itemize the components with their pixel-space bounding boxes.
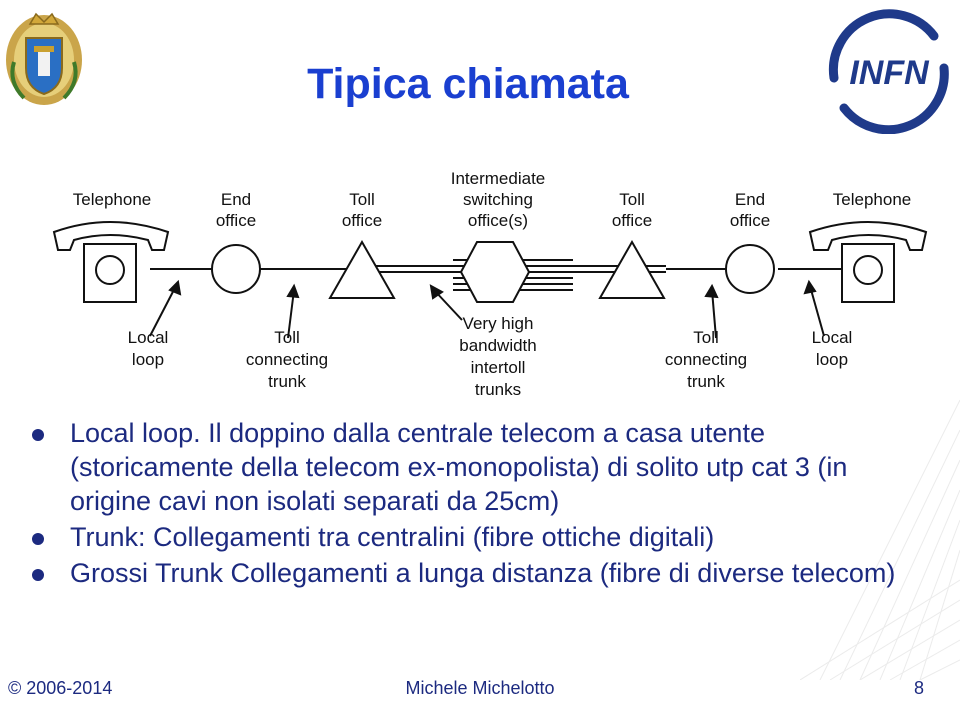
footer-author: Michele Michelotto [405, 678, 555, 698]
footer: © 2006-2014 Michele Michelotto 8 [0, 678, 960, 702]
telephone-left-icon [52, 221, 170, 303]
footer-copyright: © 2006-2014 [8, 678, 113, 698]
end-office-right-icon [725, 244, 775, 294]
toll-office-left-icon [328, 239, 396, 299]
background-decoration [800, 399, 960, 680]
infn-logo-text: INFN [849, 54, 930, 92]
slide-title: Tipica chiamata [307, 60, 629, 108]
top-label: Telephone [833, 190, 911, 209]
bullet-item: Local loop. Il doppino dalla centrale te… [30, 416, 930, 518]
bullet-item: Grossi Trunk Collegamenti a lunga distan… [30, 556, 930, 590]
crest-logo [6, 12, 82, 105]
intermediate-office-icon [459, 241, 531, 303]
pointer-arrows [149, 279, 825, 339]
bullet-item: Trunk: Collegamenti tra centralini (fibr… [30, 520, 930, 554]
top-label: Telephone [73, 190, 151, 209]
infn-logo: INFN [828, 9, 949, 134]
toll-office-right-icon [598, 239, 666, 299]
end-office-left-icon [211, 244, 261, 294]
telephone-right-icon [808, 221, 928, 303]
bullet-list: Local loop. Il doppino dalla centrale te… [30, 416, 930, 592]
page-number: 8 [913, 678, 924, 698]
